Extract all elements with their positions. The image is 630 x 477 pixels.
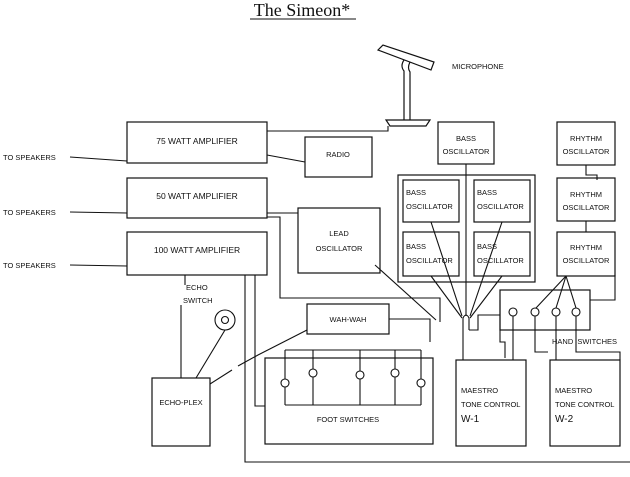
foot-switch-leads	[284, 377, 422, 406]
rhythm-oscillator-2-label-2: OSCILLATOR	[563, 203, 610, 212]
bass-oscillator-box-3	[402, 231, 460, 277]
foot-switch-jack-2	[308, 368, 318, 378]
echo-plex-label: ECHO-PLEX	[159, 398, 202, 407]
foot-switch-jack-3	[355, 370, 365, 380]
foot-switch-jack-5	[416, 378, 426, 388]
foot-switches-box	[264, 357, 434, 445]
to-speakers-label-1: TO SPEAKERS	[3, 153, 56, 162]
wah-wah-label: WAH-WAH	[330, 315, 367, 324]
rhythm-oscillator-2-label-1: RHYTHM	[570, 190, 602, 199]
radio-box	[304, 136, 373, 178]
bass-oscillator-box-1	[402, 179, 460, 223]
maestro-w1-label-1: MAESTRO	[461, 386, 498, 395]
foot-switch-jack-1	[280, 378, 290, 388]
radio-label: RADIO	[326, 150, 350, 159]
foot-switch-bus	[284, 349, 422, 380]
maestro-w2-label-1: MAESTRO	[555, 386, 592, 395]
amp-100-label: 100 WATT AMPLIFIER	[154, 245, 240, 255]
bass-oscillator-3-label-2: OSCILLATOR	[406, 256, 453, 265]
amp-50-label: 50 WATT AMPLIFIER	[156, 191, 238, 201]
bass-oscillator-box-4	[473, 231, 531, 277]
bass-oscillator-3-label-1: BASS	[406, 242, 426, 251]
rhythm-oscillator-1-label-2: OSCILLATOR	[563, 147, 610, 156]
lead-oscillator-label-2: OSCILLATOR	[316, 244, 363, 253]
rhythm-oscillator-3-label-1: RHYTHM	[570, 243, 602, 252]
to-speakers-label-2: TO SPEAKERS	[3, 208, 56, 217]
lead-oscillator-box	[297, 207, 381, 274]
amp-100-box	[126, 231, 268, 276]
bass-oscillator-1-label-2: OSCILLATOR	[406, 202, 453, 211]
microphone-icon	[376, 44, 435, 127]
maestro-w2-box	[549, 359, 621, 447]
rhythm-oscillator-3-label-2: OSCILLATOR	[563, 256, 610, 265]
maestro-w1-label-2: TONE CONTROL	[461, 400, 520, 409]
foot-switches-label: FOOT SWITCHES	[317, 415, 379, 424]
bass-oscillator-top-label-1: BASS	[456, 134, 476, 143]
amp-75-box	[126, 121, 268, 164]
speaker-wire-1	[69, 156, 128, 162]
echo-switch-label-2: SWITCH	[183, 296, 213, 305]
bass-oscillator-4-label-2: OSCILLATOR	[477, 256, 524, 265]
bass-oscillator-4-label-1: BASS	[477, 242, 497, 251]
rhythm-oscillator-box-2	[556, 177, 616, 222]
to-speakers-label-3: TO SPEAKERS	[3, 261, 56, 270]
hand-switch-jack-2	[530, 307, 540, 317]
hand-switches-label: HAND SWITCHES	[552, 337, 617, 346]
maestro-w1-box	[455, 359, 527, 447]
diagram-title: The Simeon*	[254, 0, 351, 20]
maestro-w2-label-2: TONE CONTROL	[555, 400, 614, 409]
bass-oscillator-box-2	[473, 179, 531, 223]
speaker-wire-3	[69, 264, 128, 267]
echo-switch-label-1: ECHO	[186, 283, 208, 292]
amp-75-label: 75 WATT AMPLIFIER	[156, 136, 238, 146]
maestro-w2-label-3: W-2	[555, 414, 574, 425]
bass-oscillator-2-label-2: OSCILLATOR	[477, 202, 524, 211]
lead-oscillator-label-1: LEAD	[329, 229, 349, 238]
bass-oscillator-1-label-1: BASS	[406, 188, 426, 197]
bass-oscillator-2-label-1: BASS	[477, 188, 497, 197]
rhythm-oscillator-box-1	[556, 121, 616, 166]
rhythm-oscillator-1-label-1: RHYTHM	[570, 134, 602, 143]
bass-oscillator-top-label-2: OSCILLATOR	[443, 147, 490, 156]
bass-oscillator-top-box	[437, 121, 495, 165]
wiring	[180, 126, 630, 463]
hand-switch-jack-1	[508, 307, 518, 317]
hand-switch-jack-3	[551, 307, 561, 317]
echo-switch-knob-center-icon	[220, 315, 230, 325]
rhythm-oscillator-box-3	[556, 231, 616, 277]
speaker-wire-2	[69, 211, 128, 214]
maestro-w1-label-3: W-1	[461, 414, 480, 425]
amp-50-box	[126, 177, 268, 219]
microphone-label: MICROPHONE	[452, 62, 504, 71]
hand-switch-jack-4	[571, 307, 581, 317]
echo-plex-box	[151, 377, 211, 447]
foot-switch-jack-4	[390, 368, 400, 378]
